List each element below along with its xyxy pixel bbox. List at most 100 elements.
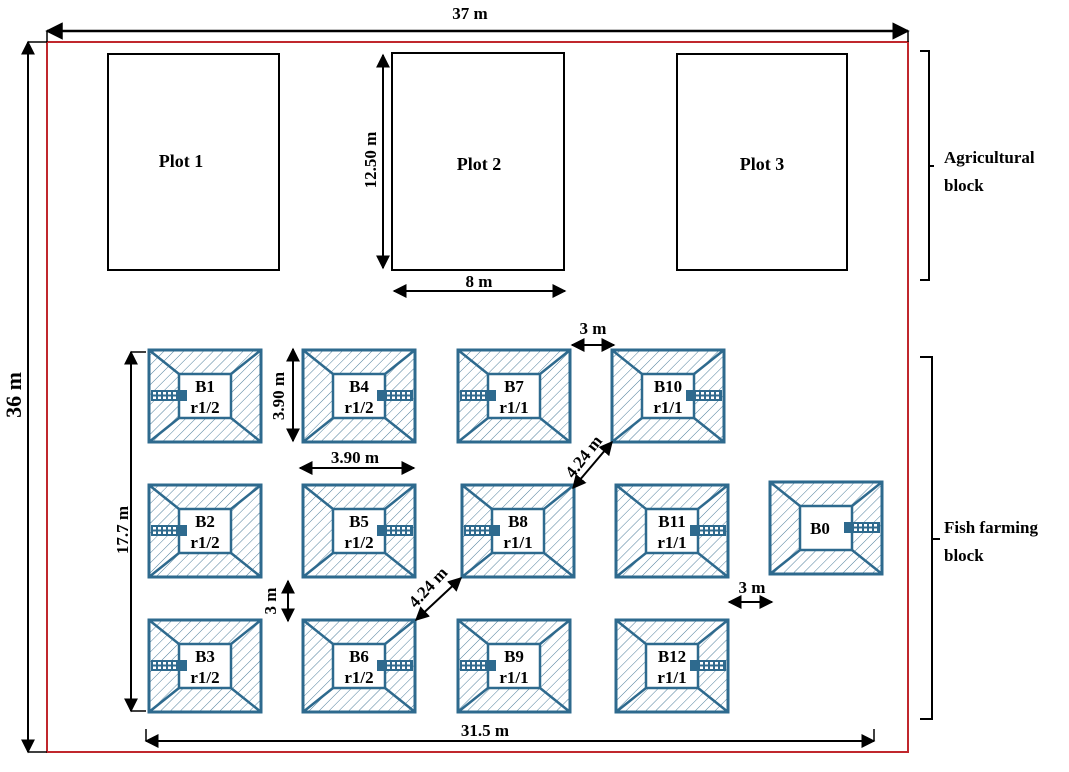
pond-ratio-label: r1/2 [190, 533, 219, 552]
pond-slope-line [384, 687, 416, 713]
outlet-pipe-icon [377, 390, 413, 401]
pond-slope-line [693, 349, 725, 375]
outlet-pipe-icon [690, 525, 726, 536]
pond-b5: B5 r1/2 [301, 483, 417, 579]
outlet-pipe-icon [151, 525, 187, 536]
pond-gap-horizontal-label: 3 m [580, 319, 607, 338]
total-height-label: 36 m [1, 372, 26, 418]
pond-slope-line [615, 552, 647, 578]
pond-water-area [177, 507, 233, 555]
pond-id-label: B1 [195, 377, 215, 396]
plot-2: Plot 2 [391, 52, 565, 271]
pond-slope-line [697, 484, 729, 510]
outlet-pipe-icon [686, 390, 722, 401]
pond-slope-line [302, 417, 334, 443]
fish-block-width-dimension: 31.5 m [144, 721, 876, 748]
pond-id-label: B4 [349, 377, 369, 396]
pond-slope-line [302, 619, 334, 645]
plot-3-label: Plot 3 [740, 154, 785, 174]
pond-height-label: 3.90 m [269, 372, 288, 420]
pond-ratio-label: r1/2 [190, 668, 219, 687]
pond-gap-vertical-label: 3 m [261, 588, 280, 615]
outlet-pipe-icon [844, 522, 880, 533]
pond-id-label: B8 [508, 512, 528, 531]
pond-b4: B4 r1/2 [301, 348, 417, 444]
pond-water-area [486, 372, 542, 420]
pond-slope-line [539, 349, 571, 375]
pond-slope-line [461, 552, 493, 578]
pond-ratio-label: r1/2 [344, 533, 373, 552]
pond-id-label: B7 [504, 377, 524, 396]
pond-height-dimension: 3.90 m [269, 347, 300, 443]
pond-slope-line [539, 619, 571, 645]
pond-gap-vertical-dimension: 3 m [261, 579, 295, 623]
outlet-pipe-icon [460, 660, 496, 671]
pond-slope-line [302, 484, 334, 510]
agricultural-block-label-line1: Agricultural [944, 148, 1035, 167]
pond-slope-line [302, 687, 334, 713]
pond-slope-line [697, 552, 729, 578]
agricultural-block-label-line2: block [944, 176, 984, 195]
fish-block-width-label: 31.5 m [461, 721, 509, 740]
outlet-pipe-icon [377, 525, 413, 536]
pond-slope-line [611, 417, 643, 443]
outlet-pipe-icon [460, 390, 496, 401]
plot-2-label: Plot 2 [457, 154, 502, 174]
pond-b8: B8 r1/1 [460, 483, 576, 579]
pond-slope-line [851, 481, 883, 507]
pond-id-label: B10 [654, 377, 682, 396]
pond-ratio-label: r1/1 [499, 668, 528, 687]
pond-slope-line [543, 552, 575, 578]
outlet-pipe-icon [464, 525, 500, 536]
pond-ratio-label: r1/2 [190, 398, 219, 417]
pond-id-label: B2 [195, 512, 215, 531]
pond-water-area [644, 507, 700, 555]
plot-width-label: 8 m [466, 272, 493, 291]
pond-id-label: B6 [349, 647, 369, 666]
pond-width-label: 3.90 m [331, 448, 379, 467]
pond-id-label: B5 [349, 512, 369, 531]
pond-b3: B3 r1/2 [147, 618, 263, 714]
pond-slope-line [384, 417, 416, 443]
plot-1-label: Plot 1 [159, 151, 204, 171]
pond-slope-line [769, 549, 801, 575]
pond-water-area [640, 372, 696, 420]
pond-water-area [486, 642, 542, 690]
pond-ratio-label: r1/2 [344, 398, 373, 417]
plot-height-label: 12.50 m [361, 132, 380, 189]
pond-water-area [177, 372, 233, 420]
total-width-dimension: 37 m [45, 4, 910, 42]
pond-slope-line [693, 417, 725, 443]
pond-slope-line [148, 687, 180, 713]
fish-block-height-label: 17.7 m [113, 506, 132, 554]
total-width-label: 37 m [452, 4, 487, 23]
pond-b1: B1 r1/2 [147, 348, 263, 444]
pond-gap-b0-label: 3 m [739, 578, 766, 597]
outlet-pipe-icon [377, 660, 413, 671]
pond-slope-line [230, 417, 262, 443]
pond-slope-line [148, 484, 180, 510]
pond-water-area [644, 642, 700, 690]
pond-ratio-label: r1/1 [503, 533, 532, 552]
pond-id-label: B12 [658, 647, 686, 666]
pond-slope-line [615, 484, 647, 510]
agricultural-block-bracket: Agricultural block [920, 50, 1035, 281]
pond-slope-line [148, 417, 180, 443]
pond-id-label: B3 [195, 647, 215, 666]
fish-ponds: B1r1/2B2r1/2B3r1/2B4r1/2B5r1/2B6r1/2B7r1… [147, 348, 884, 714]
outlet-pipe-icon [151, 660, 187, 671]
pond-slope-line [148, 619, 180, 645]
pond-slope-line [230, 349, 262, 375]
pond-slope-line [615, 619, 647, 645]
pond-slope-line [457, 619, 489, 645]
pond-slope-line [851, 549, 883, 575]
site-boundary [46, 41, 909, 753]
pond-slope-line [697, 687, 729, 713]
pond-slope-line [302, 552, 334, 578]
pond-ratio-label: r1/1 [499, 398, 528, 417]
pond-water-area [177, 642, 233, 690]
